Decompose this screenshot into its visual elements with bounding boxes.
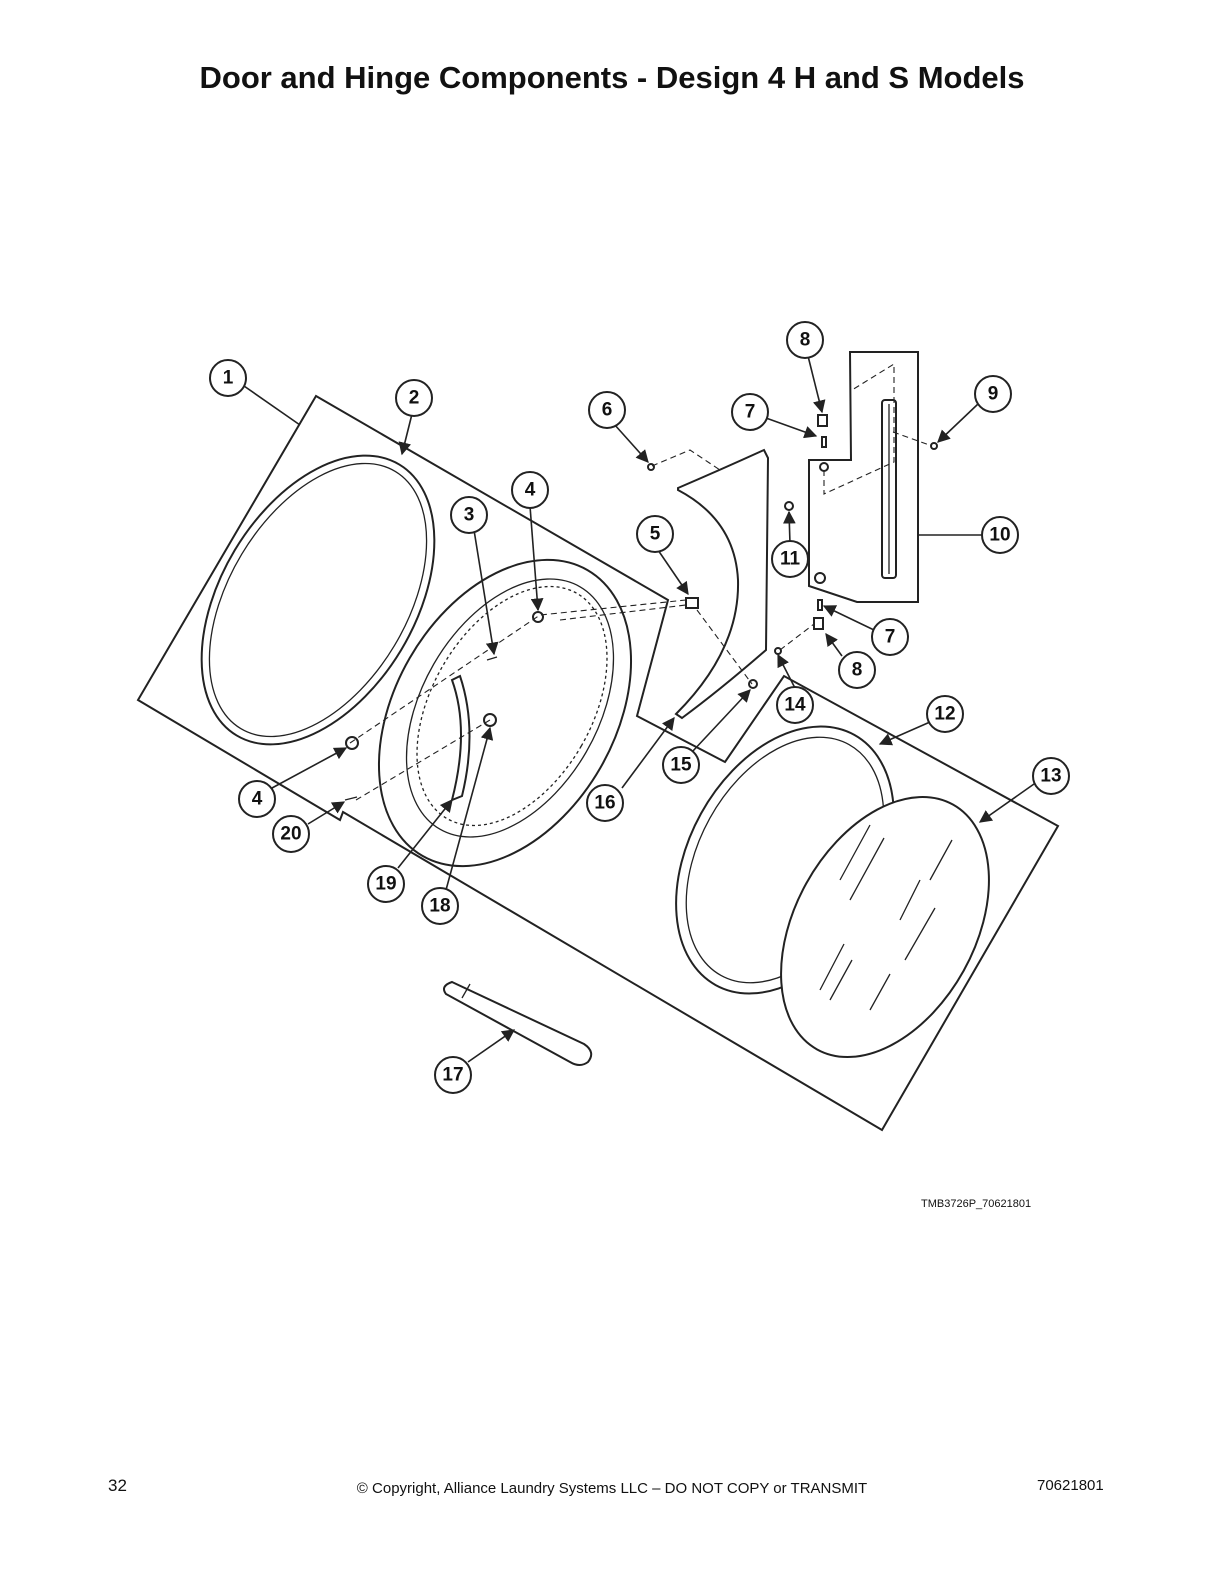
callout-10: 10 (981, 516, 1019, 554)
door-glass (780, 796, 990, 1058)
svg-text:6: 6 (602, 400, 613, 421)
svg-text:13: 13 (1040, 766, 1061, 787)
svg-text:15: 15 (670, 755, 692, 776)
callout-2: 2 (395, 379, 433, 417)
callout-14: 14 (776, 686, 814, 724)
hinge-cover (674, 448, 770, 720)
door-gasket-ring (200, 454, 436, 746)
svg-text:14: 14 (784, 695, 806, 716)
svg-text:2: 2 (409, 388, 420, 409)
svg-text:10: 10 (989, 525, 1010, 546)
callout-12: 12 (926, 695, 964, 733)
page-number: 32 (108, 1476, 127, 1495)
copyright-notice: © Copyright, Alliance Laundry Systems LL… (356, 1480, 868, 1497)
callout-20: 20 (272, 815, 310, 853)
callout-1: 1 (209, 359, 247, 397)
callout-16: 16 (586, 784, 624, 822)
svg-text:7: 7 (885, 627, 896, 648)
callout-11: 11 (771, 540, 809, 578)
callout-5: 5 (636, 515, 674, 553)
callout-4-upper: 4 (511, 471, 549, 509)
svg-text:8: 8 (800, 330, 811, 351)
callout-8-lower: 8 (838, 651, 876, 689)
callout-6: 6 (588, 391, 626, 429)
svg-text:9: 9 (988, 384, 999, 405)
page-title: Door and Hinge Components - Design 4 H a… (199, 60, 1025, 95)
svg-text:1: 1 (223, 368, 234, 389)
hinge-plate (808, 351, 919, 603)
svg-text:19: 19 (375, 874, 396, 895)
svg-text:4: 4 (252, 789, 263, 810)
door-assembly-outline (136, 394, 1060, 1132)
door-handle-strip (450, 674, 471, 802)
hinge-pin (443, 980, 593, 1066)
svg-text:3: 3 (464, 505, 475, 526)
door-frame (377, 558, 633, 868)
svg-text:7: 7 (745, 402, 756, 423)
callout-7-upper: 7 (731, 393, 769, 431)
leader-lines (243, 355, 1035, 1063)
svg-text:17: 17 (442, 1065, 463, 1086)
svg-text:11: 11 (780, 549, 801, 570)
callout-7-lower: 7 (871, 618, 909, 656)
document-number: 70621801 (1037, 1477, 1104, 1494)
callout-13: 13 (1032, 757, 1070, 795)
callout-18: 18 (421, 887, 459, 925)
svg-text:16: 16 (594, 793, 615, 814)
svg-text:8: 8 (852, 660, 863, 681)
svg-text:5: 5 (650, 524, 661, 545)
callout-8-upper: 8 (786, 321, 824, 359)
assembly-dashed-lines (349, 363, 933, 801)
callout-19: 19 (367, 865, 405, 903)
callout-9: 9 (974, 375, 1012, 413)
callout-4-lower: 4 (238, 780, 276, 818)
svg-text:20: 20 (280, 824, 301, 845)
figure-code: TMB3726P_70621801 (921, 1198, 1032, 1210)
callout-15: 15 (662, 746, 700, 784)
callout-17: 17 (434, 1056, 472, 1094)
svg-text:18: 18 (429, 896, 450, 917)
svg-text:12: 12 (934, 704, 955, 725)
callout-3: 3 (450, 496, 488, 534)
svg-text:4: 4 (525, 480, 536, 501)
